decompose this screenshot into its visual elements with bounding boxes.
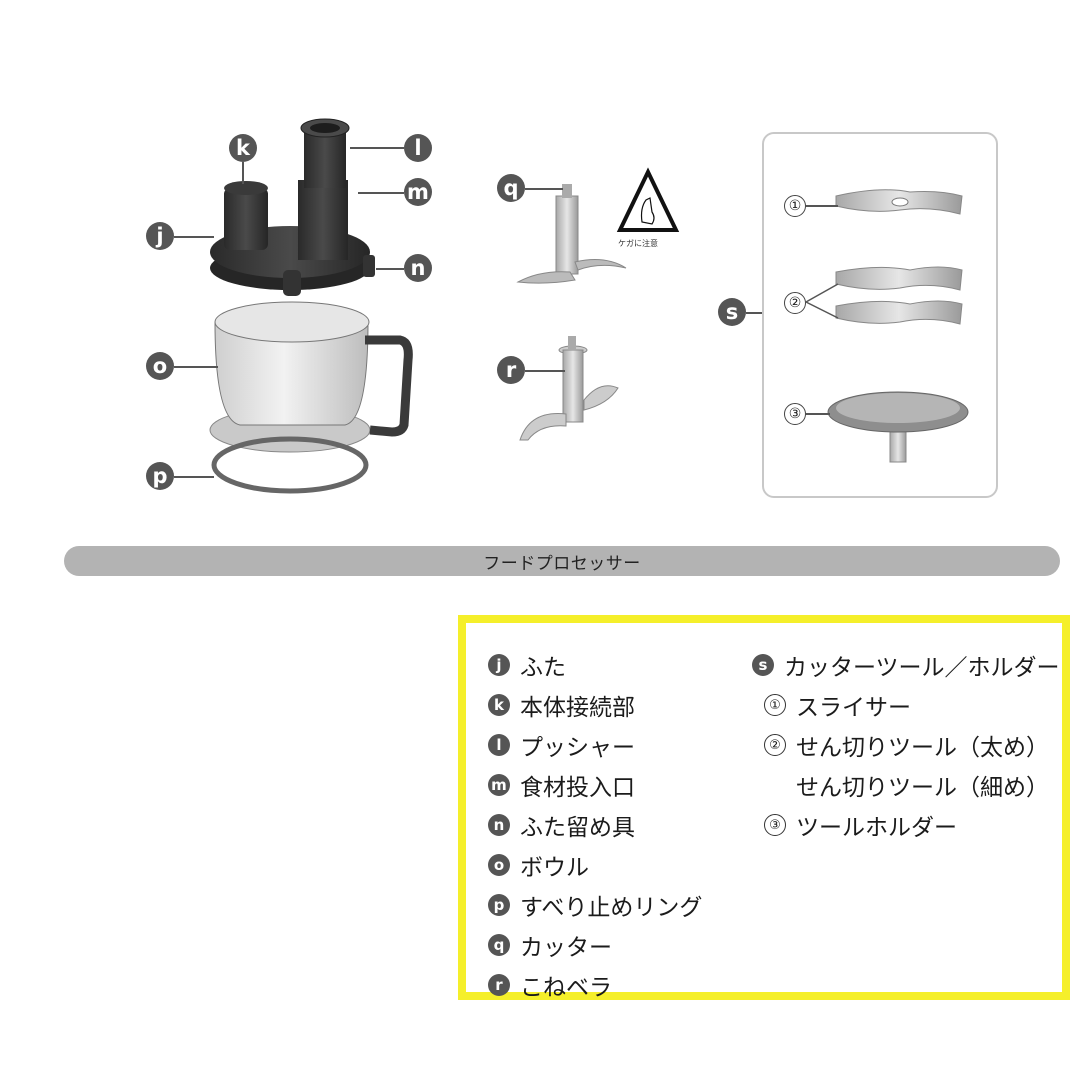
- number-icon: ②: [764, 734, 786, 756]
- leader-tool-1: [806, 205, 838, 207]
- badge-q: q: [497, 174, 525, 202]
- legend-item-o: o ボウル: [488, 845, 702, 885]
- badge-o: o: [146, 352, 174, 380]
- leader-j: [174, 236, 214, 238]
- number-icon: ①: [764, 694, 786, 716]
- badge-icon: j: [488, 654, 510, 676]
- section-title: フードプロセッサー: [483, 553, 641, 574]
- badge-m: m: [404, 178, 432, 206]
- legend-label: カッターツール／ホルダー: [784, 655, 1060, 681]
- bowl-part: [209, 301, 413, 494]
- lid-part: [210, 118, 375, 296]
- food-processor-illustration: [209, 118, 969, 494]
- badge-icon: q: [488, 934, 510, 956]
- badge-l: l: [404, 134, 432, 162]
- legend-item-j: j ふた: [488, 645, 702, 685]
- leader-m: [358, 192, 404, 194]
- tool-holder-part: [827, 391, 969, 463]
- warning-sign-icon: [616, 167, 680, 232]
- legend-label: ボウル: [520, 855, 589, 881]
- section-title-bar: フードプロセッサー: [64, 546, 1060, 576]
- leader-tool-3: [806, 413, 830, 415]
- legend-item-s: s カッターツール／ホルダー: [752, 645, 1060, 685]
- legend-subitem-2: ② せん切りツール（太め）: [752, 725, 1060, 765]
- leader-tool-2: [805, 283, 839, 319]
- badge-icon: p: [488, 894, 510, 916]
- legend-item-p: p すべり止めリング: [488, 885, 702, 925]
- legend-label: ツールホルダー: [796, 815, 957, 841]
- legend-item-k: k 本体接続部: [488, 685, 702, 725]
- leader-s: [746, 312, 762, 314]
- legend-label: せん切りツール（細め）: [796, 775, 1049, 801]
- legend-item-n: n ふた留め具: [488, 805, 702, 845]
- leader-q: [525, 188, 563, 190]
- badge-n: n: [404, 254, 432, 282]
- legend-subitem-2b: せん切りツール（細め）: [752, 765, 1060, 805]
- legend-item-l: l プッシャー: [488, 725, 702, 765]
- warning-caption: ケガに注意: [618, 239, 658, 248]
- badge-icon: n: [488, 814, 510, 836]
- kneading-paddle-part: [519, 336, 619, 441]
- legend-right-column: s カッターツール／ホルダー ① スライサー ② せん切りツール（太め） せん切りツー…: [752, 645, 1060, 845]
- legend-label: ふた留め具: [520, 815, 635, 841]
- badge-r: r: [497, 356, 525, 384]
- badge-k: k: [229, 134, 257, 162]
- legend-label: 本体接続部: [520, 695, 635, 721]
- legend-left-column: j ふた k 本体接続部 l プッシャー m 食材投入口 n ふた留め具 o ボウル p すべ…: [488, 645, 702, 1005]
- badge-icon: m: [488, 774, 510, 796]
- legend-item-q: q カッター: [488, 925, 702, 965]
- legend-label: すべり止めリング: [520, 895, 703, 921]
- badge-s: s: [718, 298, 746, 326]
- julienne-fine-part: [835, 300, 963, 325]
- tool-number-1: ①: [784, 195, 806, 217]
- badge-icon: r: [488, 974, 510, 996]
- legend-label: スライサー: [796, 695, 911, 721]
- legend-label: こねベラ: [520, 975, 612, 1001]
- legend-subitem-3: ③ ツールホルダー: [752, 805, 1060, 845]
- leader-k: [242, 162, 244, 184]
- badge-icon: s: [752, 654, 774, 676]
- legend-item-r: r こねベラ: [488, 965, 702, 1005]
- leader-o: [174, 366, 218, 368]
- leader-l: [350, 147, 404, 149]
- legend-item-m: m 食材投入口: [488, 765, 702, 805]
- parts-legend: j ふた k 本体接続部 l プッシャー m 食材投入口 n ふた留め具 o ボウル p すべ…: [458, 615, 1070, 1001]
- badge-icon: l: [488, 734, 510, 756]
- julienne-coarse-part: [835, 266, 963, 291]
- leader-n: [376, 268, 404, 270]
- leader-p: [174, 476, 214, 478]
- legend-label: カッター: [520, 935, 612, 961]
- legend-label: せん切りツール（太め）: [796, 735, 1049, 761]
- legend-label: プッシャー: [520, 735, 635, 761]
- legend-label: ふた: [520, 655, 566, 681]
- tool-number-2: ②: [784, 292, 806, 314]
- number-icon: ③: [764, 814, 786, 836]
- badge-icon: k: [488, 694, 510, 716]
- slicer-part: [835, 189, 963, 215]
- cutter-part: [516, 184, 627, 284]
- leader-r: [525, 370, 565, 372]
- badge-p: p: [146, 462, 174, 490]
- badge-j: j: [146, 222, 174, 250]
- badge-icon: o: [488, 854, 510, 876]
- cutter-tools-panel: [762, 132, 998, 498]
- tool-number-3: ③: [784, 403, 806, 425]
- legend-subitem-1: ① スライサー: [752, 685, 1060, 725]
- legend-label: 食材投入口: [520, 775, 635, 801]
